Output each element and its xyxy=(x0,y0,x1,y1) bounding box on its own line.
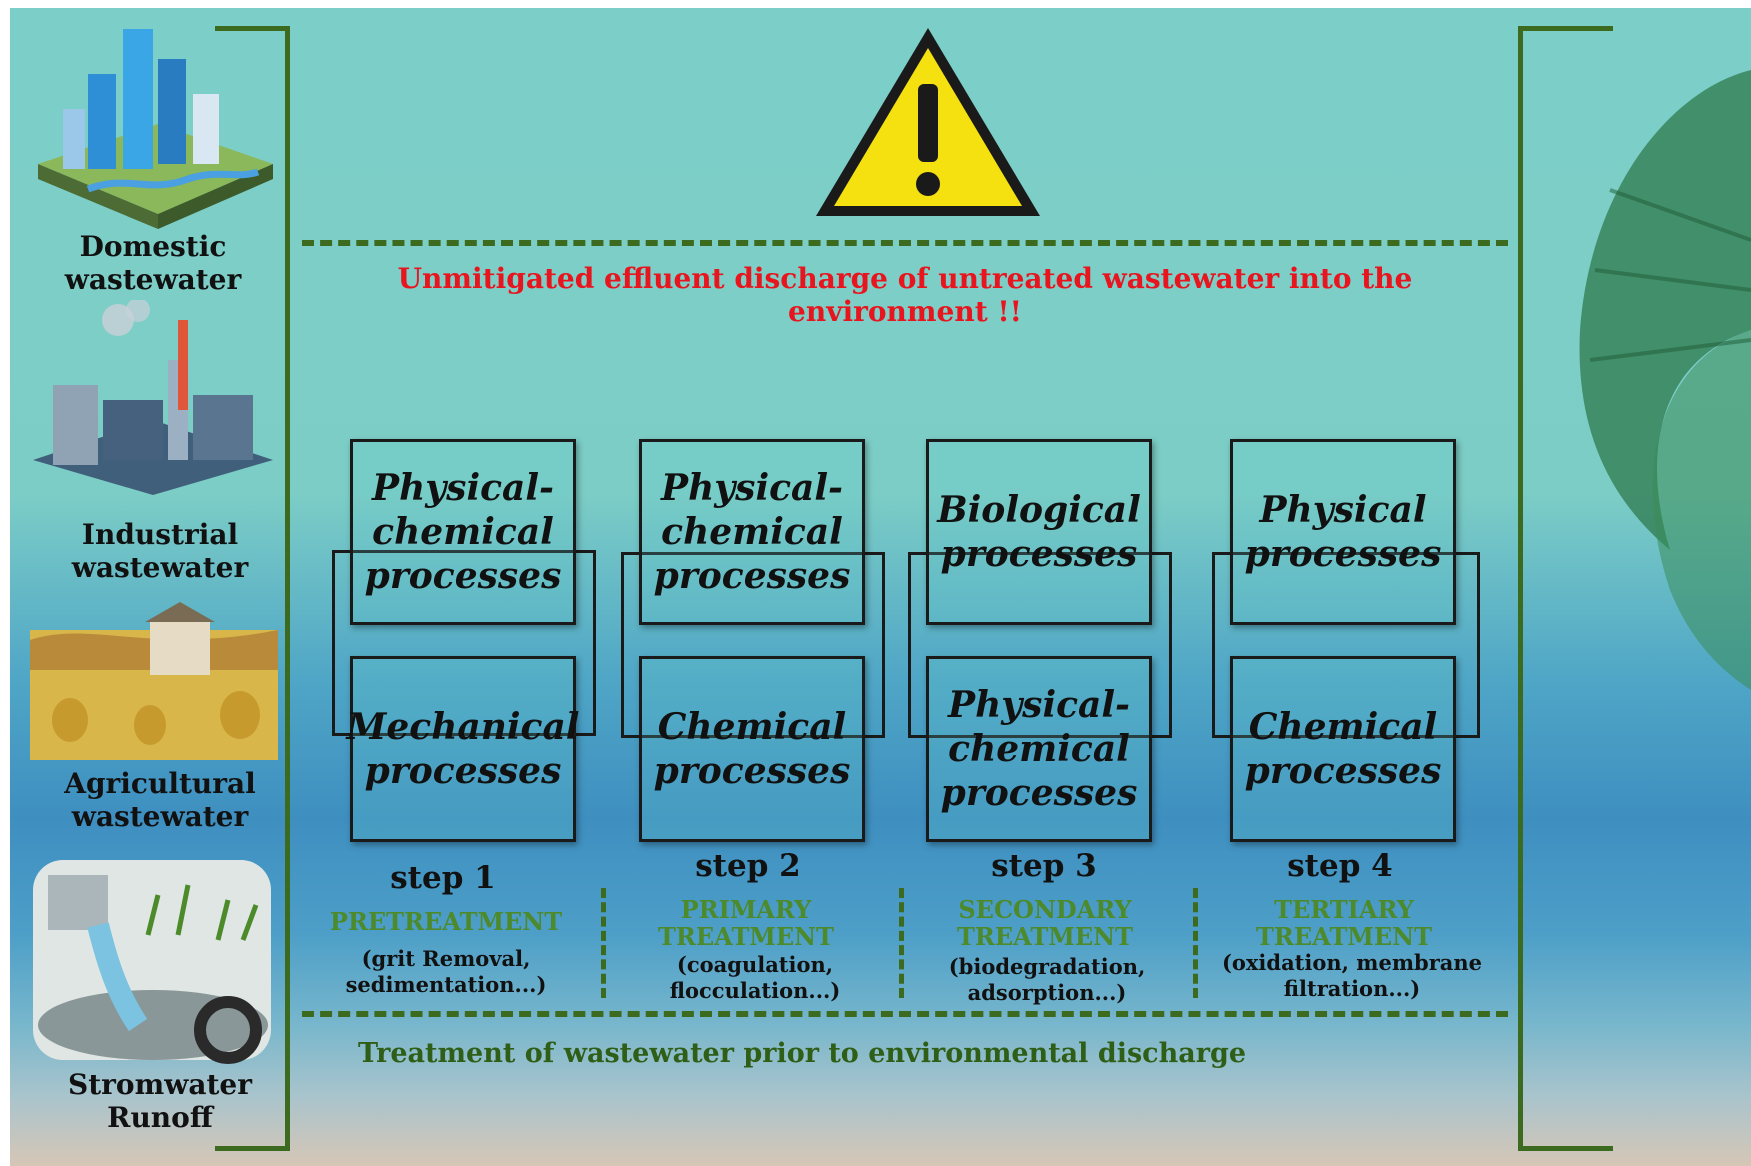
step-name: PRETREATMENT xyxy=(316,908,576,935)
left-bracket xyxy=(215,26,290,1151)
box-connector xyxy=(1212,552,1480,738)
source-label-domestic: Domestic wastewater xyxy=(48,230,258,296)
desc-line: (coagulation, xyxy=(676,952,834,977)
step-description: (coagulation, flocculation...) xyxy=(625,952,885,1004)
label-line: Agricultural xyxy=(64,767,256,800)
step-number: step 1 xyxy=(390,860,496,896)
box-connector xyxy=(621,552,885,738)
box-line: processes xyxy=(653,555,851,597)
warning-triangle-icon xyxy=(816,28,1040,216)
label-line: wastewater xyxy=(64,263,242,296)
step-name-line: TERTIARY xyxy=(1274,895,1414,924)
box-line: chemical xyxy=(948,728,1130,770)
step-number: step 2 xyxy=(695,848,801,884)
step-name: SECONDARY TREATMENT xyxy=(915,896,1175,950)
bottom-dashed-divider xyxy=(302,1011,1508,1017)
leaf-decoration-icon xyxy=(1579,70,1751,690)
box-line: Physical- xyxy=(372,467,554,509)
desc-line: (grit Removal, xyxy=(361,946,531,971)
bottom-message: Treatment of wastewater prior to environ… xyxy=(357,1038,1247,1069)
desc-line: sedimentation...) xyxy=(345,972,547,997)
source-label-agricultural: Agricultural wastewater xyxy=(55,767,265,833)
factory-icon xyxy=(33,300,273,495)
step-name-line: PRIMARY xyxy=(680,895,812,924)
box-connector xyxy=(908,552,1172,738)
label-line: Industrial xyxy=(81,518,239,551)
box-line: Physical xyxy=(1259,489,1427,531)
step-description: (grit Removal, sedimentation...) xyxy=(316,946,576,998)
step-name-line: PRETREATMENT xyxy=(329,907,563,936)
step-name: TERTIARY TREATMENT xyxy=(1214,896,1474,950)
desc-line: adsorption...) xyxy=(967,980,1127,1005)
box-line: processes xyxy=(653,750,851,792)
step-description: (oxidation, membrane filtration...) xyxy=(1214,950,1490,1002)
box-line: Physical- xyxy=(661,467,843,509)
box-line: processes xyxy=(364,555,562,597)
box-line: Chemical xyxy=(1248,706,1438,748)
label-line: Domestic xyxy=(79,230,227,263)
desc-line: (oxidation, membrane xyxy=(1221,950,1483,975)
farm-icon xyxy=(30,602,278,760)
box-line: processes xyxy=(1244,533,1442,575)
step-description: (biodegradation, adsorption...) xyxy=(917,954,1177,1006)
source-label-stormwater: Stromwater Runoff xyxy=(55,1068,265,1134)
desc-line: filtration...) xyxy=(1283,976,1421,1001)
box-line: chemical xyxy=(661,511,843,553)
box-line: processes xyxy=(940,772,1138,814)
box-line: processes xyxy=(364,750,562,792)
box-line: processes xyxy=(940,533,1138,575)
top-dashed-divider xyxy=(302,240,1508,246)
step-divider xyxy=(601,888,606,998)
box-line: Mechanical xyxy=(346,706,580,748)
label-line: wastewater xyxy=(71,551,249,584)
box-line: Biological xyxy=(937,489,1141,531)
step-name-line: TREATMENT xyxy=(957,922,1133,951)
step-name-line: SECONDARY xyxy=(958,895,1132,924)
storm-pipe-icon xyxy=(33,860,271,1064)
box-line: chemical xyxy=(372,511,554,553)
warning-message: Unmitigated effluent discharge of untrea… xyxy=(397,262,1413,328)
desc-line: flocculation...) xyxy=(669,978,841,1003)
step-divider xyxy=(899,888,904,998)
label-line: Stromwater xyxy=(68,1068,252,1101)
source-label-industrial: Industrial wastewater xyxy=(55,518,265,584)
box-connector xyxy=(332,550,596,736)
step-divider xyxy=(1193,888,1198,998)
step-number: step 3 xyxy=(991,848,1097,884)
label-line: Runoff xyxy=(107,1101,213,1134)
box-line: Chemical xyxy=(657,706,847,748)
box-line: processes xyxy=(1244,750,1442,792)
box-line: Physical- xyxy=(948,684,1130,726)
step-name: PRIMARY TREATMENT xyxy=(616,896,876,950)
right-bracket xyxy=(1518,26,1613,1151)
city-icon xyxy=(38,29,273,229)
step-name-line: TREATMENT xyxy=(1256,922,1432,951)
step-number: step 4 xyxy=(1287,848,1393,884)
label-line: wastewater xyxy=(71,800,249,833)
desc-line: (biodegradation, xyxy=(948,954,1146,979)
step-name-line: TREATMENT xyxy=(658,922,834,951)
